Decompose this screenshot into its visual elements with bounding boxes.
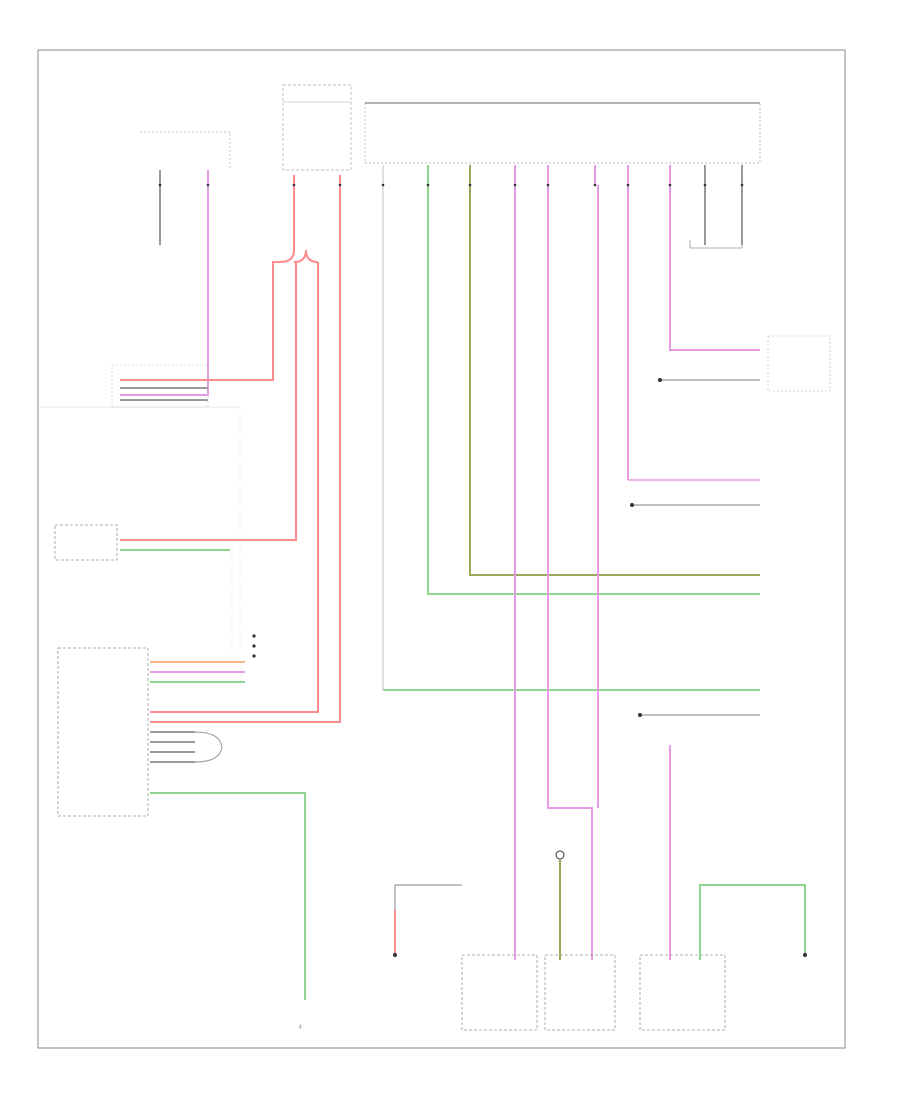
liftgate-ajar-switch [767,335,831,392]
seat-belt-ground [638,713,642,717]
top-module-box [364,102,761,164]
wire-red-c [120,262,297,541]
wire-pink-top-h [669,165,760,351]
wire-red-e [305,249,319,263]
left-multifunction-switch [54,524,118,561]
passenger-splice [555,850,565,860]
rear-door-ground [630,503,634,507]
wire-olive-top-c [469,165,760,576]
passenger-door-module [544,954,616,1031]
ground-bottom-right [803,953,807,957]
cluster-ground-splice [194,731,223,763]
connector-pins [158,183,744,658]
driver-door-module [461,954,538,1031]
wire-green-top-b [427,165,760,595]
wire-gray-bottom-left [394,884,462,955]
switch-bracket [140,131,231,170]
wire-red-b [293,249,307,263]
wire-red-d [150,262,319,713]
ground-bottom-left [393,953,397,957]
wire-pink-left [120,170,209,396]
fuse-block-frame [282,84,352,171]
wire-red-f [150,175,341,723]
wire-red-a [120,175,295,381]
cluster-module [57,647,149,817]
liftgate-ground [658,378,662,382]
wire-pink-top-e [547,165,593,960]
wire-green-right-bottom [699,884,806,960]
top-right-splice [689,240,743,249]
diagram-border [37,49,846,1049]
wire-green-cluster-bottom [150,792,306,1000]
rear-door-module [639,954,726,1031]
ground-symbol: ⏚ [298,1023,303,1029]
